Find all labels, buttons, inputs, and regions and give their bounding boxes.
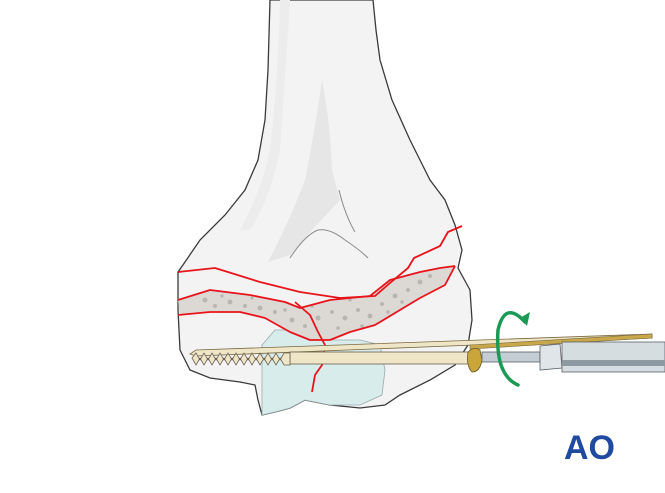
screw-head (467, 348, 483, 373)
svg-text:AO: AO (564, 429, 615, 467)
ao-logo: AO (564, 429, 615, 467)
lag-screw (191, 348, 483, 373)
screwdriver (481, 341, 665, 373)
fracture-lines (177, 225, 463, 393)
rotation-arrow-icon (495, 311, 530, 387)
